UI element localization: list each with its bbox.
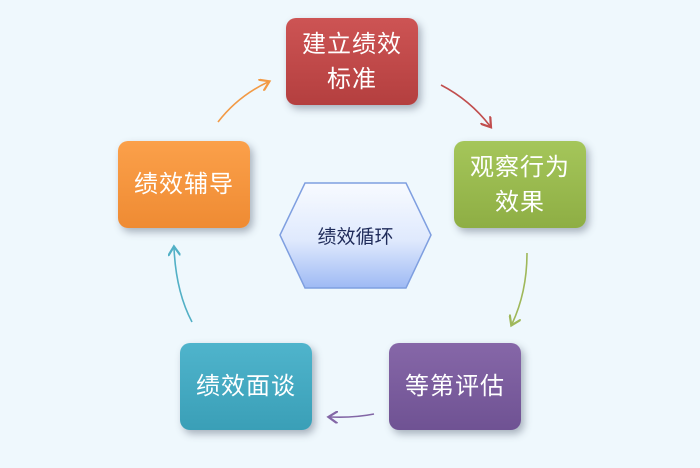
node-establish-line2: 标准	[327, 64, 377, 93]
node-coach-label: 绩效辅导	[134, 170, 234, 199]
arrow-grade-to-interview	[330, 414, 375, 417]
arrow-establish-to-observe	[440, 84, 490, 126]
node-performance-coaching: 绩效辅导	[118, 141, 250, 228]
center-label: 绩效循环	[317, 226, 394, 248]
node-establish-standards: 建立绩效 标准	[286, 18, 418, 105]
node-grade-label: 等第评估	[405, 372, 505, 401]
arrow-coach-to-establish	[217, 82, 268, 123]
node-establish-line1: 建立绩效	[302, 29, 402, 58]
center-hexagon-shape	[279, 182, 432, 289]
node-observe-line2: 效果	[495, 187, 545, 216]
arrow-interview-to-coach	[174, 248, 193, 323]
center-hexagon: 绩效循环	[278, 181, 433, 290]
node-observe-line1: 观察行为	[470, 152, 570, 181]
arrow-observe-to-grade	[512, 252, 528, 324]
node-observe-behavior: 观察行为 效果	[454, 141, 586, 228]
node-interview-label: 绩效面谈	[196, 372, 296, 401]
node-performance-interview: 绩效面谈	[180, 343, 312, 430]
node-grade-evaluation: 等第评估	[389, 343, 521, 430]
